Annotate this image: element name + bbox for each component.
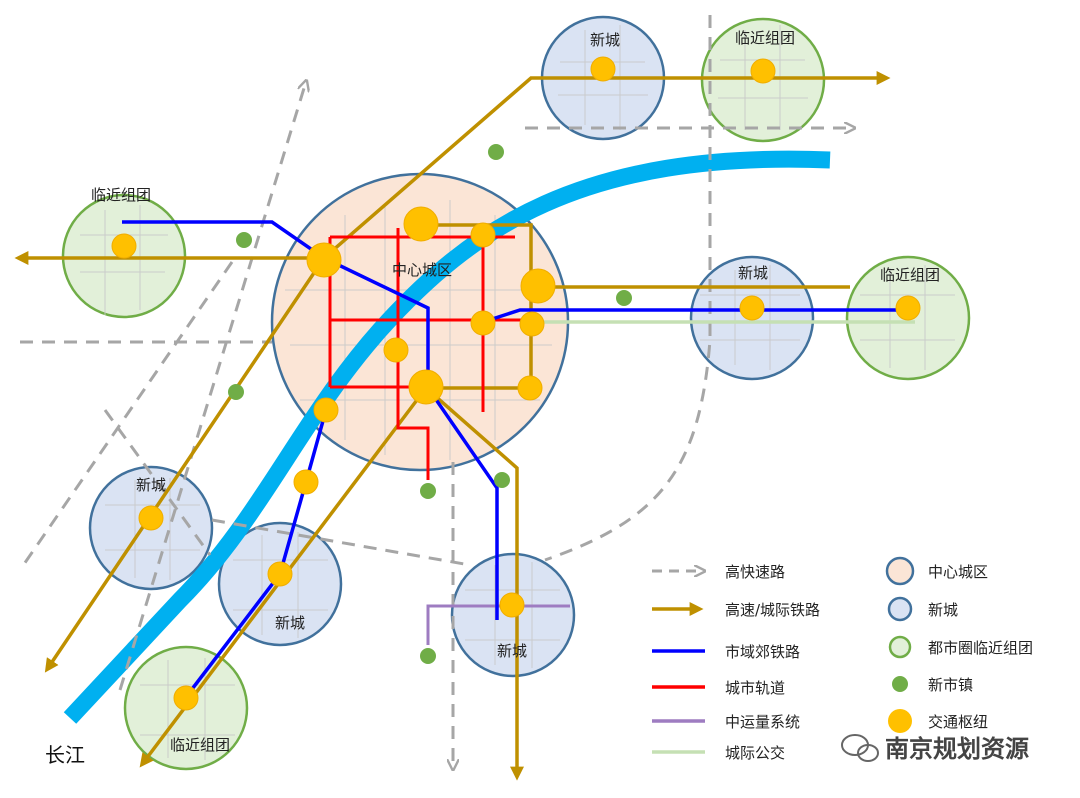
legend-hsr-label: 高速/城际铁路 [725, 601, 820, 619]
town-dot [420, 648, 436, 664]
legend-newcity-label: 新城 [928, 601, 958, 619]
hub-dot [173, 685, 199, 711]
central-district-label: 中心城区 [392, 261, 452, 279]
legend-center-swatch [885, 556, 915, 586]
legend-center-label: 中心城区 [928, 563, 988, 581]
legend-hub-label: 交通枢纽 [928, 713, 988, 731]
legend-suburban-label: 市域郊铁路 [725, 643, 800, 661]
hub-dot [403, 206, 439, 242]
legend: 高快速路 高速/城际铁路 市域郊铁路 城市轨道 中运量系统 城际公交 中心城区 … [652, 556, 1033, 762]
hub-dot [138, 505, 164, 531]
hub-dot [470, 222, 496, 248]
legend-newcity-swatch [887, 596, 913, 622]
hub-dot [739, 295, 765, 321]
near-group-label: 临近组团 [735, 29, 795, 47]
hub-dot [750, 58, 776, 84]
new-towns [228, 144, 632, 664]
legend-group-swatch [888, 635, 912, 659]
near-group-label: 临近组团 [880, 266, 940, 284]
near-group-label: 临近组团 [91, 186, 151, 204]
legend-town-swatch [892, 676, 908, 692]
legend-bus-label: 城际公交 [725, 744, 785, 762]
watermark: 南京规划资源 [841, 734, 1029, 763]
legend-hub-swatch [888, 709, 912, 733]
hub-dot [111, 233, 137, 259]
hub-dot [306, 242, 342, 278]
hub-dot [408, 369, 444, 405]
new-city-label: 新城 [275, 614, 305, 632]
watermark-text: 南京规划资源 [885, 735, 1029, 763]
town-dot [420, 483, 436, 499]
hub-dot [520, 268, 556, 304]
legend-group-label: 都市圈临近组团 [928, 639, 1033, 657]
legend-medium-label: 中运量系统 [725, 713, 800, 731]
area-labels: 中心城区 新城 临近组团 临近组团 新城 临近组团 新城 新城 临近组团 新城 … [45, 29, 940, 767]
new-city-label: 新城 [497, 642, 527, 660]
hub-dot [517, 375, 543, 401]
legend-town-label: 新市镇 [928, 676, 973, 694]
hub-dot [267, 561, 293, 587]
hub-dot [313, 397, 339, 423]
town-dot [236, 232, 252, 248]
town-dot [494, 472, 510, 488]
town-dot [488, 144, 504, 160]
hub-dot [499, 592, 525, 618]
hub-dot [383, 337, 409, 363]
town-dot [616, 290, 632, 306]
legend-metro-label: 城市轨道 [725, 679, 785, 697]
suburban-rail-lines [122, 220, 918, 699]
hub-dot [519, 311, 545, 337]
near-group-label: 临近组团 [170, 736, 230, 754]
legend-expressway-label: 高快速路 [725, 563, 785, 581]
new-city-label: 新城 [738, 264, 768, 282]
wechat-icon [841, 734, 879, 762]
hub-dot [470, 310, 496, 336]
hub-dot [293, 469, 319, 495]
town-dot [228, 384, 244, 400]
new-city-label: 新城 [590, 31, 620, 49]
hub-dot [895, 295, 921, 321]
transport-hubs [111, 56, 921, 711]
new-city-label: 新城 [136, 476, 166, 494]
river-label: 长江 [45, 743, 85, 767]
hub-dot [590, 56, 616, 82]
